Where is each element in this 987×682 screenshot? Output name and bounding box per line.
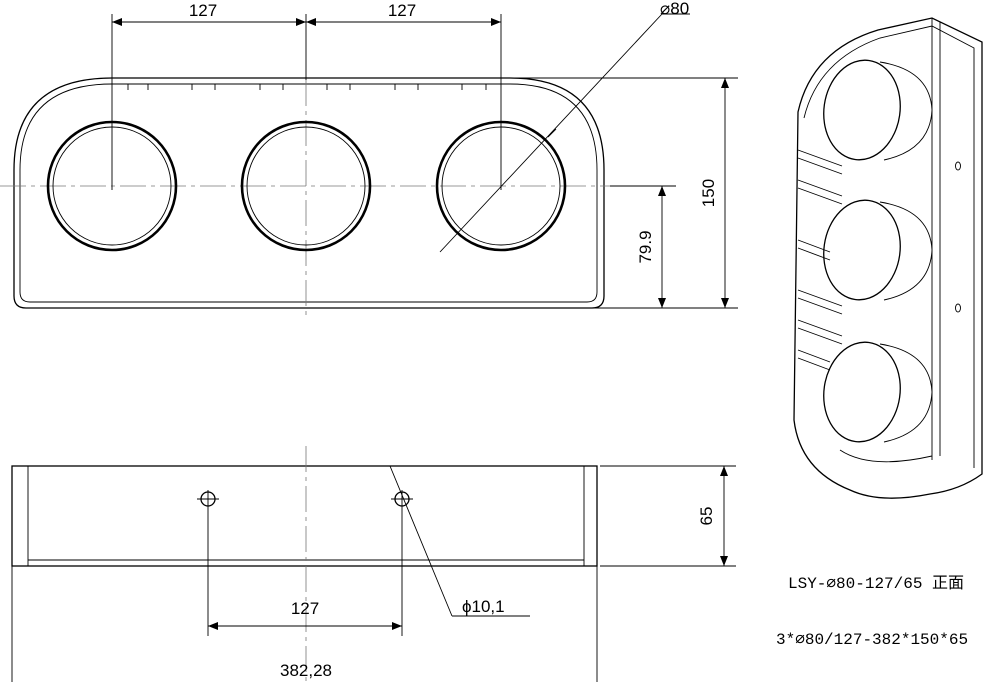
dim-overall-width: 382,28	[280, 661, 332, 680]
dim-hole-spacing: 127	[291, 599, 319, 618]
iso-side-hole-lower	[955, 303, 961, 313]
dim-spacing-left: 127	[189, 1, 217, 20]
small-hole-leader	[389, 465, 453, 617]
iso-outline	[793, 17, 983, 499]
dim-center-height: 79.9	[636, 230, 655, 263]
iso-slats	[797, 149, 843, 371]
isometric-view	[793, 17, 983, 499]
diameter-leader	[439, 13, 663, 253]
front-view: 127 127 ⌀80 150 79.9	[0, 0, 738, 318]
dim-hole-diameter: ⌀80	[660, 0, 689, 18]
dim-height: 150	[699, 179, 718, 207]
iso-side-hole-upper	[955, 161, 961, 171]
front-outline-inner	[19, 83, 598, 303]
bottom-view: 65 127 ϕ10,1 382,28	[11, 446, 736, 682]
iso-hole-bottom	[823, 341, 901, 443]
dim-depth: 65	[697, 507, 716, 526]
dim-small-hole: ϕ10,1	[462, 597, 505, 616]
iso-hole-middle	[823, 199, 901, 301]
spec-note: 3*⌀80/127-382*150*65	[776, 631, 968, 649]
dim-spacing-right: 127	[388, 1, 416, 20]
iso-hole-top	[823, 59, 901, 161]
model-note: LSY-⌀80-127/65 正面	[788, 575, 964, 593]
top-ticks	[127, 84, 487, 90]
bottom-outline	[11, 465, 598, 567]
hole-center	[240, 120, 372, 252]
hole-center-inner	[246, 126, 366, 246]
front-outline	[13, 77, 605, 309]
